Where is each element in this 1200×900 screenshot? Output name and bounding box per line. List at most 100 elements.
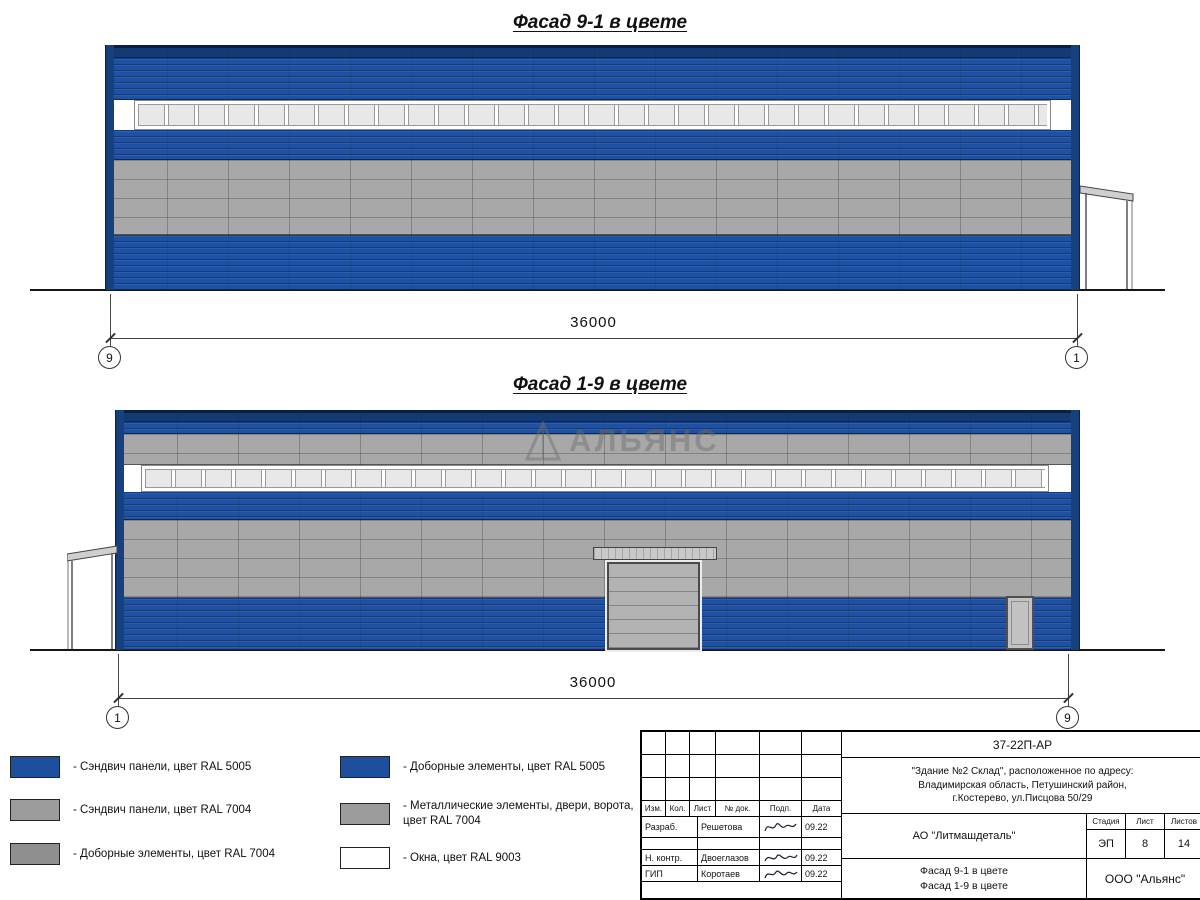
ground-line-1 <box>30 289 1165 291</box>
col-data: Дата <box>812 804 831 813</box>
sheet-column: Лист 8 <box>1126 814 1165 858</box>
gray-panel-band <box>116 520 1079 598</box>
axis-bubble-9: 9 <box>1056 706 1079 729</box>
corner-trim-left <box>106 45 114 290</box>
extension-line <box>118 654 119 706</box>
date: 09.22 <box>805 852 828 863</box>
stage-value: ЭП <box>1098 838 1114 850</box>
title-block-main: 37-22П-АР "Здание №2 Склад", расположенн… <box>842 732 1200 898</box>
role: Разраб. <box>642 817 698 837</box>
extension-line <box>1068 654 1069 706</box>
title-block-revision-table: Изм. Кол. Лист № док. Подп. Дата Разраб.… <box>642 732 842 898</box>
document-number: 37-22П-АР <box>842 732 1200 758</box>
dimension-value: 36000 <box>569 674 617 691</box>
ground-line-2 <box>30 649 1165 651</box>
legend-label: - Сэндвич панели, цвет RAL 5005 <box>73 760 252 773</box>
legend-label: - Доборные элементы, цвет RAL 7004 <box>73 847 275 860</box>
legend-item: - Доборные элементы, цвет RAL 7004 <box>10 843 328 865</box>
revision-empty-row <box>642 755 841 778</box>
project-description: "Здание №2 Склад", расположенное по адре… <box>842 758 1200 814</box>
facade1-title: Фасад 9-1 в цвете <box>512 12 688 33</box>
gray-panel-band <box>106 160 1079 235</box>
blue-panel-band <box>116 492 1079 520</box>
project-line: "Здание №2 Склад", расположенное по адре… <box>911 766 1134 778</box>
blue-panel-band <box>106 235 1079 290</box>
roof-flashing <box>116 410 1079 422</box>
project-line: г.Костерево, ул.Писцова 50/29 <box>952 793 1093 805</box>
signature-row: Н. контр. Двоеглазов 09.22 <box>642 850 841 866</box>
signature-row: ГИП Коротаев 09.22 <box>642 866 841 882</box>
blue-panel-band <box>116 422 1079 434</box>
name: Двоеглазов <box>698 850 760 865</box>
sectional-gate <box>607 562 700 650</box>
legend-item: - Доборные элементы, цвет RAL 5005 <box>340 756 658 778</box>
alliance-logo-icon <box>525 421 561 461</box>
legend-swatch-ral5005 <box>340 756 390 778</box>
roof-flashing <box>106 45 1079 58</box>
name: Решетова <box>698 817 760 837</box>
sheet-value: 8 <box>1141 838 1149 850</box>
title-block: Изм. Кол. Лист № док. Подп. Дата Разраб.… <box>640 730 1200 900</box>
role: Н. контр. <box>642 850 698 865</box>
sheet-titles: Фасад 9-1 в цвете Фасад 1-9 в цвете <box>842 859 1087 898</box>
sheet-title-line: Фасад 1-9 в цвете <box>919 879 1009 892</box>
watermark-text: АЛЬЯНС <box>569 423 720 458</box>
legend-swatch-ral5005 <box>10 756 60 778</box>
legend-item: - Окна, цвет RAL 9003 <box>340 847 658 869</box>
legend-swatch-ral7004 <box>10 843 60 865</box>
col-izm: Изм. <box>642 801 666 816</box>
axis-bubble-9: 9 <box>98 346 121 369</box>
col-kol: Кол. <box>666 801 690 816</box>
legend-item: - Сэндвич панели, цвет RAL 7004 <box>10 799 328 821</box>
date: 09.22 <box>805 822 828 832</box>
gate-canopy <box>593 547 717 560</box>
legend-item: - Сэндвич панели, цвет RAL 5005 <box>10 756 328 778</box>
legend-label: - Сэндвич панели, цвет RAL 7004 <box>73 803 252 816</box>
legend-label: - Металлические элементы, двери, ворота,… <box>403 800 634 827</box>
window-panes <box>145 469 1045 488</box>
stage-column: Стадия ЭП <box>1087 814 1126 858</box>
revision-filler <box>642 882 841 898</box>
extension-line <box>110 294 111 346</box>
legend-label: - Окна, цвет RAL 9003 <box>403 851 521 864</box>
design-org: ООО "Альянс" <box>1104 871 1186 886</box>
facade2-title: Фасад 1-9 в цвете <box>512 374 688 395</box>
window-panes <box>138 104 1047 126</box>
project-line: Владимирская область, Петушинский район, <box>918 779 1127 791</box>
canopy-right-facade1 <box>1080 185 1134 289</box>
dimension-line <box>118 698 1068 699</box>
axis-bubble-1: 1 <box>106 706 129 729</box>
corner-trim-right <box>1071 410 1079 650</box>
legend-item: - Металлические элементы, двери, ворота,… <box>340 799 658 829</box>
stage-sheet-columns: Стадия ЭП Лист 8 Листов 14 <box>1087 814 1200 858</box>
customer-company: АО "Литмашдеталь" <box>842 814 1087 858</box>
extension-line <box>1077 294 1078 346</box>
signature <box>760 850 802 865</box>
blue-panel-band <box>116 598 1079 650</box>
date: 09.22 <box>805 868 828 879</box>
col-podp: Подп. <box>760 801 802 816</box>
sheet-label: Лист <box>1126 814 1164 830</box>
sheets-column: Листов 14 <box>1165 814 1200 858</box>
revision-empty-row <box>642 778 841 801</box>
ribbon-window <box>141 465 1049 492</box>
revision-header-row: Изм. Кол. Лист № док. Подп. Дата <box>642 801 841 817</box>
revision-empty-row <box>642 732 841 755</box>
ribbon-window <box>134 100 1051 130</box>
dimension-line <box>110 338 1077 339</box>
signature-row: Разраб. Решетова 09.22 <box>642 817 841 838</box>
blue-panel-band <box>106 58 1079 100</box>
corner-trim-right <box>1071 45 1079 290</box>
sheet-title-line: Фасад 9-1 в цвете <box>919 864 1009 877</box>
legend-label: - Доборные элементы, цвет RAL 5005 <box>403 760 605 773</box>
blue-panel-band <box>106 130 1079 160</box>
legend-swatch-ral9003 <box>340 847 390 869</box>
gray-panel-band <box>116 434 1079 465</box>
watermark: АЛЬЯНС <box>525 421 720 461</box>
wicket-door <box>1006 596 1034 650</box>
legend-swatch-ral7004 <box>10 799 60 821</box>
legend-swatch-ral7004 <box>340 802 390 825</box>
name: Коротаев <box>698 866 760 881</box>
sheets-value: 14 <box>1177 838 1191 850</box>
